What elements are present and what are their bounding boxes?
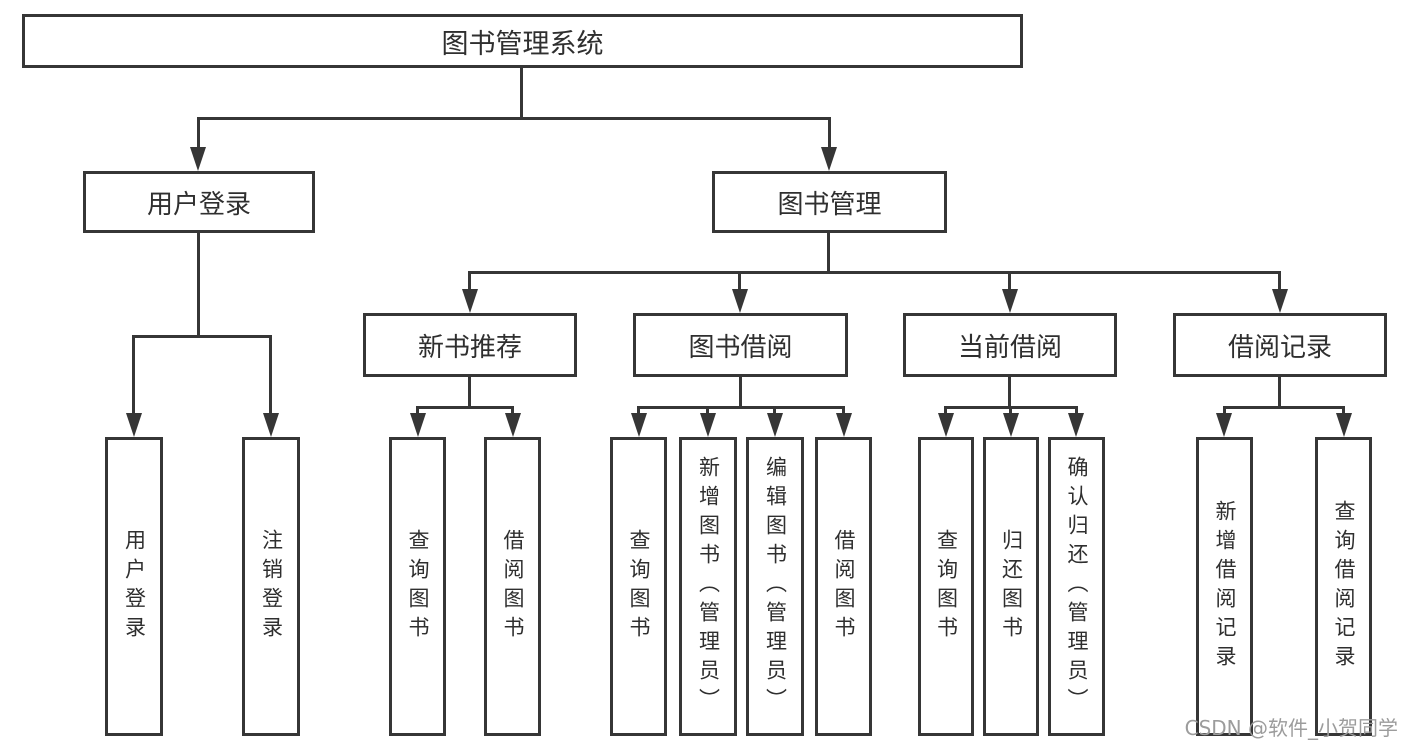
arrowhead-book-management bbox=[821, 147, 837, 171]
connector-drop-query-books-borrowing bbox=[637, 406, 640, 415]
node-current-borrowing-label: 当前借阅 bbox=[957, 332, 1062, 363]
root-node-label: 图书管理系统 bbox=[441, 28, 604, 60]
connector-book-borrowing-bus bbox=[637, 406, 845, 409]
leaf-user-login-label: 用户登录 bbox=[122, 528, 147, 645]
connector-borrowing-records-bus bbox=[1223, 406, 1345, 409]
arrowhead-add-borrow-record bbox=[1216, 413, 1232, 437]
connector-drop-query-books-current bbox=[944, 406, 947, 415]
arrowhead-book-borrowing bbox=[732, 289, 748, 313]
leaf-edit-books-admin-label: 编辑图书（管理员） bbox=[763, 456, 788, 717]
leaf-confirm-return-admin-label: 确认归还（管理员） bbox=[1065, 456, 1089, 717]
connector-drop-current-borrowing bbox=[1008, 271, 1011, 293]
connector-current-borrowing-stub bbox=[1008, 377, 1011, 408]
connector-drop-borrowing-records bbox=[1278, 271, 1281, 293]
arrowhead-leaf-logout bbox=[263, 413, 279, 437]
connector-drop-return-books bbox=[1009, 406, 1012, 415]
connector-book-management-stub bbox=[827, 233, 830, 274]
node-book-management: 图书管理 bbox=[712, 171, 947, 233]
arrowhead-new-book-recommend bbox=[462, 289, 478, 313]
node-new-book-recommend: 新书推荐 bbox=[363, 313, 577, 377]
leaf-query-books-recommend: 查询图书 bbox=[389, 437, 446, 736]
connector-book-borrowing-stub bbox=[739, 377, 742, 408]
node-new-book-recommend-label: 新书推荐 bbox=[417, 332, 522, 363]
leaf-logout-label: 注销登录 bbox=[259, 528, 284, 645]
connector-drop-query-borrow-record bbox=[1342, 406, 1345, 415]
leaf-add-books-admin: 新增图书（管理员） bbox=[679, 437, 737, 736]
connector-drop-add-borrow-record bbox=[1223, 406, 1226, 415]
leaf-query-books-borrowing: 查询图书 bbox=[610, 437, 667, 736]
arrowhead-confirm-return-admin bbox=[1068, 413, 1084, 437]
arrowhead-leaf-user-login bbox=[126, 413, 142, 437]
leaf-query-books-current-label: 查询图书 bbox=[934, 528, 959, 645]
arrowhead-return-books bbox=[1003, 413, 1019, 437]
leaf-borrow-books-recommend-label: 借阅图书 bbox=[501, 528, 525, 645]
leaf-borrow-books-borrowing: 借阅图书 bbox=[815, 437, 872, 736]
connector-drop-new-book-recommend bbox=[468, 271, 471, 293]
connector-drop-book-borrowing bbox=[738, 271, 741, 293]
leaf-logout: 注销登录 bbox=[242, 437, 300, 736]
leaf-add-borrow-record: 新增借阅记录 bbox=[1196, 437, 1253, 736]
connector-drop-book-management bbox=[828, 117, 831, 151]
connector-drop-borrow-books-borrowing bbox=[842, 406, 845, 415]
arrowhead-user-login bbox=[190, 147, 206, 171]
arrowhead-edit-books-admin bbox=[767, 413, 783, 437]
connector-drop-confirm-return-admin bbox=[1075, 406, 1078, 415]
arrowhead-borrow-books-borrowing bbox=[836, 413, 852, 437]
connector-drop-user-login bbox=[197, 117, 200, 151]
connector-drop-borrow-books-recommend bbox=[511, 406, 514, 415]
connector-user-login-bus bbox=[132, 335, 272, 338]
root-node-library-system: 图书管理系统 bbox=[22, 14, 1023, 68]
arrowhead-query-books-current bbox=[938, 413, 954, 437]
node-book-borrowing: 图书借阅 bbox=[633, 313, 848, 377]
connector-level2-bus bbox=[197, 117, 831, 120]
connector-level3-bus bbox=[468, 271, 1281, 274]
arrowhead-add-books-admin bbox=[700, 413, 716, 437]
leaf-query-borrow-record: 查询借阅记录 bbox=[1315, 437, 1372, 736]
arrowhead-current-borrowing bbox=[1002, 289, 1018, 313]
leaf-add-books-admin-label: 新增图书（管理员） bbox=[696, 456, 721, 717]
leaf-user-login: 用户登录 bbox=[105, 437, 163, 736]
connector-user-login-stub bbox=[197, 233, 200, 338]
node-borrowing-records-label: 借阅记录 bbox=[1227, 332, 1332, 363]
node-book-borrowing-label: 图书借阅 bbox=[688, 332, 793, 363]
connector-root-stub bbox=[520, 68, 523, 117]
leaf-return-books-label: 归还图书 bbox=[999, 528, 1024, 645]
connector-drop-query-books-recommend bbox=[416, 406, 419, 415]
connector-drop-leaf-user-login bbox=[132, 335, 135, 415]
leaf-query-books-current: 查询图书 bbox=[918, 437, 974, 736]
arrowhead-borrowing-records bbox=[1272, 289, 1288, 313]
leaf-confirm-return-admin: 确认归还（管理员） bbox=[1048, 437, 1105, 736]
node-borrowing-records: 借阅记录 bbox=[1173, 313, 1387, 377]
node-user-login-label: 用户登录 bbox=[146, 189, 251, 220]
connector-borrowing-records-stub bbox=[1278, 377, 1281, 408]
leaf-query-books-recommend-label: 查询图书 bbox=[406, 528, 430, 645]
node-current-borrowing: 当前借阅 bbox=[903, 313, 1117, 377]
arrowhead-query-books-borrowing bbox=[631, 413, 647, 437]
node-user-login: 用户登录 bbox=[83, 171, 315, 233]
arrowhead-query-books-recommend bbox=[410, 413, 426, 437]
arrowhead-borrow-books-recommend bbox=[505, 413, 521, 437]
connector-new-book-recommend-bus bbox=[416, 406, 514, 409]
leaf-add-borrow-record-label: 新增借阅记录 bbox=[1213, 499, 1237, 674]
arrowhead-query-borrow-record bbox=[1336, 413, 1352, 437]
leaf-query-borrow-record-label: 查询借阅记录 bbox=[1332, 499, 1356, 674]
leaf-borrow-books-borrowing-label: 借阅图书 bbox=[832, 528, 856, 645]
connector-drop-leaf-logout bbox=[269, 335, 272, 415]
connector-drop-add-books-admin bbox=[706, 406, 709, 415]
connector-drop-edit-books-admin bbox=[773, 406, 776, 415]
connector-new-book-recommend-stub bbox=[468, 377, 471, 408]
node-book-management-label: 图书管理 bbox=[777, 189, 882, 220]
leaf-edit-books-admin: 编辑图书（管理员） bbox=[746, 437, 804, 736]
csdn-watermark: CSDN @软件_小贺同学 bbox=[1184, 716, 1398, 740]
leaf-return-books: 归还图书 bbox=[983, 437, 1039, 736]
leaf-borrow-books-recommend: 借阅图书 bbox=[484, 437, 541, 736]
leaf-query-books-borrowing-label: 查询图书 bbox=[627, 528, 651, 645]
